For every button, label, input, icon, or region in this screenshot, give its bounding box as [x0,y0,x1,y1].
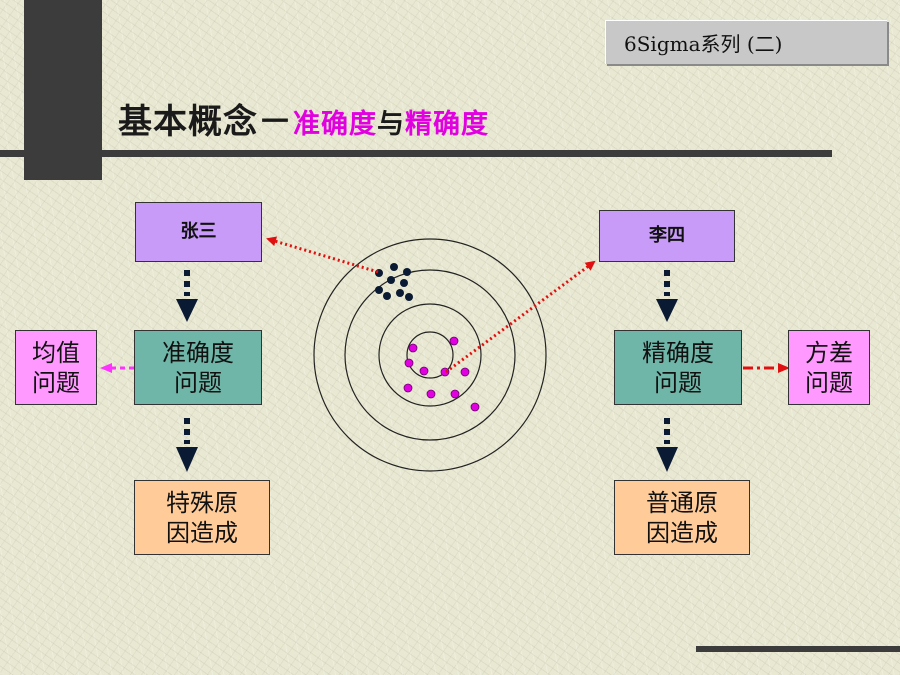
title-highlight-precision: 精确度 [405,109,489,140]
pink-dot [460,367,470,377]
pink-dot [403,383,413,393]
common-cause-line1: 普通原 [646,488,718,517]
pink-dot [449,336,459,346]
down-arrow-right-1 [656,270,678,322]
precision-issue-line2: 问题 [654,368,702,397]
dark-dot [403,268,411,276]
bottom-divider [696,646,900,652]
accuracy-issue-line2: 问题 [174,368,222,397]
person-box-lisi: 李四 [599,210,735,262]
dark-dot [405,293,413,301]
special-cause-box: 特殊原因造成 [134,480,270,555]
title-main: 基本概念－ [118,102,293,142]
dark-dot [375,286,383,294]
pink-dot [408,343,418,353]
variance-issue-line2: 问题 [805,368,853,397]
person-label-left: 张三 [180,220,217,242]
title-connector: 与 [377,109,405,140]
down-arrow-left-2 [176,418,198,472]
precision-issue-line1: 精确度 [642,338,714,367]
accuracy-issue-box: 准确度问题 [134,330,262,405]
special-cause-line2: 因造成 [166,518,238,547]
dark-dot-cluster [375,263,413,301]
dark-dot [383,292,391,300]
mean-issue-line1: 均值 [32,338,80,367]
person-label-right: 李四 [649,224,685,246]
dark-dot [390,263,398,271]
common-cause-box: 普通原因造成 [614,480,750,555]
series-label: 6Sigma系列 (二) [624,32,783,56]
target-bullseye [406,331,454,379]
dark-dot [400,279,408,287]
person-box-zhangsan: 张三 [135,202,262,262]
target-ring-outer [313,238,547,472]
side-arrow-right [743,363,790,373]
mean-issue-box: 均值问题 [15,330,97,405]
special-cause-line1: 特殊原 [166,488,238,517]
pink-dot [470,402,480,412]
accuracy-issue-line1: 准确度 [162,338,234,367]
pointer-arrow-left [266,236,379,274]
down-arrow-left-1 [176,270,198,322]
variance-issue-line1: 方差 [805,338,853,367]
mean-issue-line2: 问题 [32,368,80,397]
target-ring-middle [344,269,516,441]
pink-dot [426,389,436,399]
title-divider [0,150,832,157]
pointer-arrow-right [445,260,596,374]
side-arrow-left [100,363,134,373]
common-cause-line2: 因造成 [646,518,718,547]
dark-dot [396,289,404,297]
pink-dot [450,389,460,399]
pink-dot [419,366,429,376]
series-label-box: 6Sigma系列 (二) [605,20,887,64]
down-arrow-right-2 [656,418,678,472]
title-highlight-accuracy: 准确度 [293,109,377,140]
target-ring-inner [378,303,482,407]
precision-issue-box: 精确度问题 [614,330,742,405]
page-title: 基本概念－准确度与精确度 [118,94,489,143]
variance-issue-box: 方差问题 [788,330,870,405]
dark-dot [387,276,395,284]
pink-dot-scatter [403,336,480,412]
pink-dot [404,358,414,368]
